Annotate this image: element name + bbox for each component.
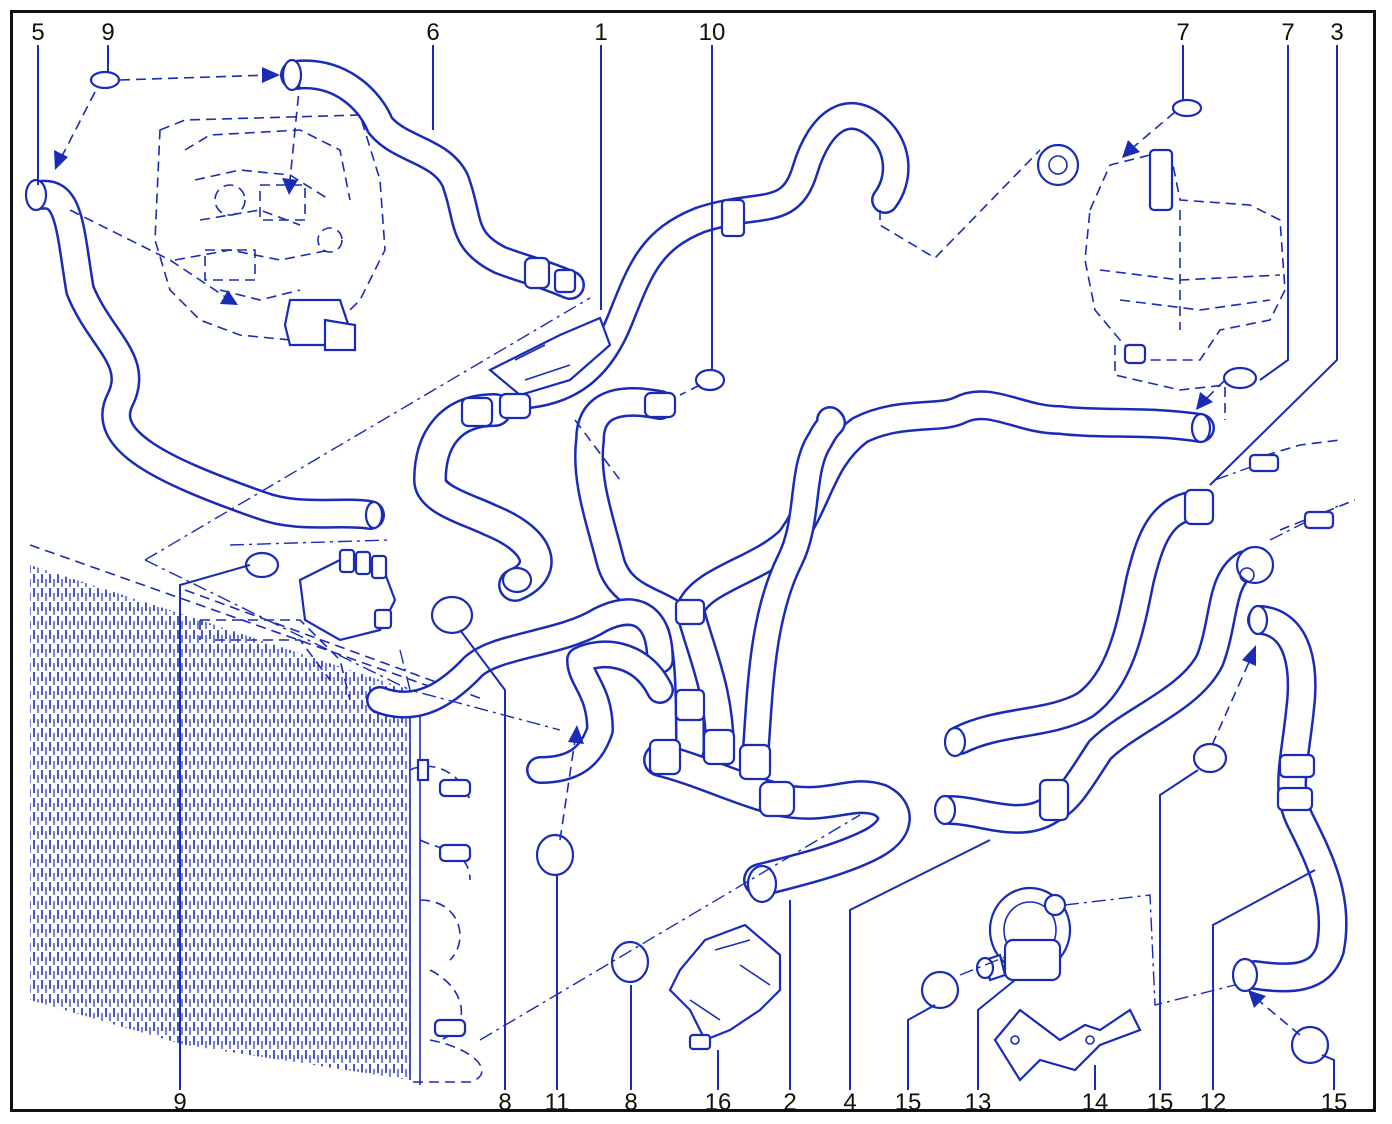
coolant-pump-icon [975,886,1072,982]
callout-bottom-11: 11 [545,1089,570,1116]
callout-top-6: 6 [426,19,439,46]
callout-bottom-15c: 15 [1321,1089,1348,1116]
callout-top-7b: 7 [1281,19,1294,46]
callout-top-7a: 7 [1176,19,1189,46]
bracket-icon [993,1008,1142,1082]
callout-bottom-2: 2 [783,1089,796,1116]
hose-clamp-icon [89,70,1330,1065]
callout-top-1: 1 [594,19,607,46]
callout-bottom-9: 9 [173,1089,186,1116]
callout-top-3: 3 [1330,19,1343,46]
thermostat-housing-icon [199,548,397,701]
callout-bottom-8a: 8 [498,1089,511,1116]
callout-bottom-14: 14 [1082,1089,1109,1116]
callout-top-5: 5 [31,19,44,46]
assembly-lines [54,67,1356,1041]
callout-bottom-8b: 8 [624,1089,637,1116]
engine-block [154,114,386,352]
callout-bottom-15a: 15 [895,1089,922,1116]
expansion-tank-icon [1036,143,1286,420]
callout-bottom-15b: 15 [1147,1089,1174,1116]
leader-lines [37,45,1338,1090]
callout-bottom-16: 16 [705,1089,732,1116]
sensor-bracket [668,923,782,1051]
callout-bottom-4: 4 [843,1089,856,1116]
radiator-icon [29,544,486,1085]
callout-labels: 5 9 6 1 10 7 7 3 9 8 11 8 16 2 4 15 13 1… [31,19,1347,1116]
callout-top-9: 9 [101,19,114,46]
callout-bottom-13: 13 [965,1089,992,1116]
callout-top-10: 10 [699,19,726,46]
callout-bottom-12: 12 [1200,1089,1227,1116]
